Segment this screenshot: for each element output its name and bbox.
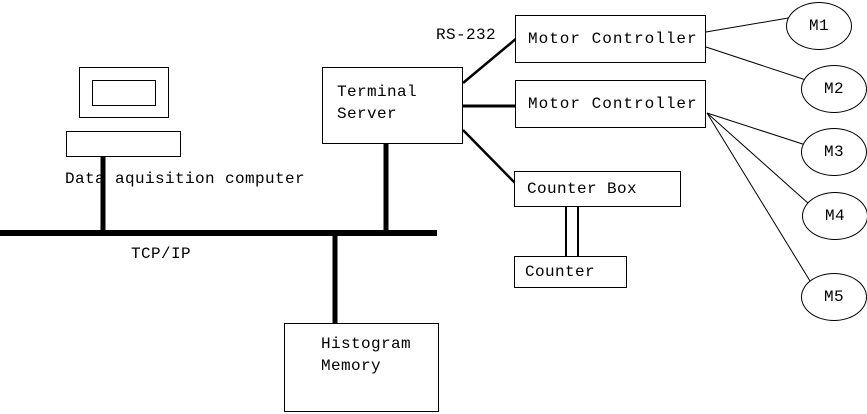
counter-node: Counter	[514, 256, 627, 288]
computer-screen-icon	[92, 80, 156, 106]
motor-m4-node: M4	[802, 192, 867, 240]
mc1-to-m2-line	[705, 46, 819, 85]
ts-to-counter-box-line	[462, 129, 517, 185]
motor-m5-node: M5	[801, 273, 867, 321]
mc2-to-m4-line	[706, 112, 819, 213]
motor-controller-1-node: Motor Controller	[515, 15, 706, 63]
motor-m1-node: M1	[786, 2, 852, 50]
counter-box-node: Counter Box	[514, 171, 681, 207]
motor-m3-node: M3	[801, 128, 867, 176]
histogram-memory-node: Histogram Memory	[284, 323, 439, 412]
mc1-to-m1-line	[705, 15, 801, 33]
mc2-to-m3-line	[706, 112, 819, 150]
computer-caption: Data aquisition computer	[65, 170, 306, 188]
motor-controller-2-node: Motor Controller	[515, 80, 706, 128]
motor-m2-node: M2	[801, 65, 867, 113]
tcpip-bus-label: TCP/IP	[131, 245, 192, 263]
rs232-label: RS-232	[436, 26, 497, 44]
mc2-to-m5-line	[706, 112, 819, 295]
ts-to-motor-controller-1-line	[462, 37, 518, 84]
terminal-server-node: Terminal Server	[322, 67, 463, 144]
computer-keyboard-icon	[66, 131, 181, 157]
